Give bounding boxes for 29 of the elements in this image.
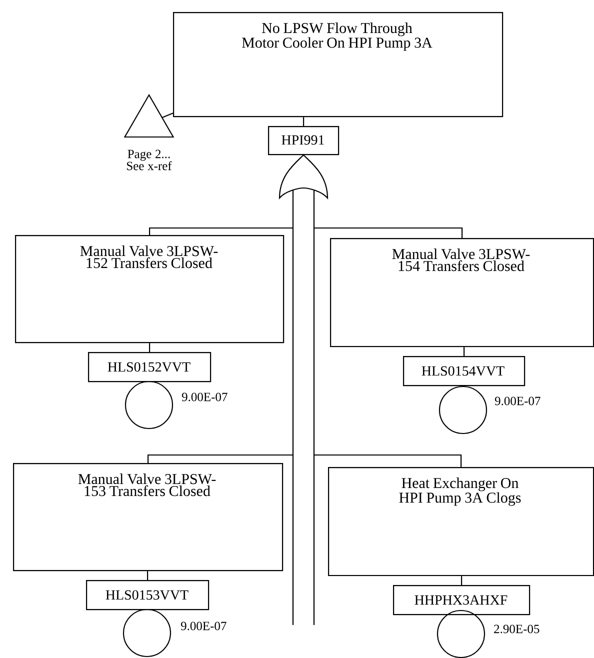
connector-line xyxy=(149,343,150,352)
probability-label: 9.00E-07 xyxy=(494,396,540,406)
identifier-box: HPI991 xyxy=(268,126,340,156)
event-box: Heat Exchanger On HPI Pump 3A Clogs xyxy=(328,467,594,576)
connector-line xyxy=(303,117,304,126)
probability-label: 2.90E-05 xyxy=(494,624,540,634)
event-box: Manual Valve 3LPSW-152 Transfers Closed xyxy=(15,235,284,344)
basic-event-circle xyxy=(438,386,488,434)
identifier-box: HLS0152VVT xyxy=(88,352,212,382)
or-gate-drawing xyxy=(278,154,328,625)
basic-event-circle xyxy=(122,608,172,658)
identifier-box: HHPHX3AHXF xyxy=(393,585,530,616)
connector-line xyxy=(149,227,293,235)
connector-line xyxy=(314,227,463,238)
connector-line xyxy=(464,347,465,356)
probability-label: 9.00E-07 xyxy=(182,392,228,402)
identifier-box: HLS0153VVT xyxy=(86,580,210,610)
probability-label: 9.00E-07 xyxy=(180,622,226,630)
connector-line xyxy=(147,571,148,580)
basic-event-circle xyxy=(124,380,174,430)
identifier-box: HLS0154VVT xyxy=(403,356,526,386)
connector-line xyxy=(162,112,174,118)
event-box: No LPSW Flow Through Motor Cooler On HPI Pump 3A xyxy=(173,12,504,118)
transfer-label: Page 2... See x-ref xyxy=(127,150,172,170)
connector-line xyxy=(148,454,293,463)
connector-line xyxy=(314,454,462,467)
event-box: Manual Valve 3LPSW-153 Transfers Closed xyxy=(13,463,284,572)
event-box: Manual Valve 3LPSW-154 Transfers Closed xyxy=(330,238,594,348)
connector-line xyxy=(461,576,462,585)
